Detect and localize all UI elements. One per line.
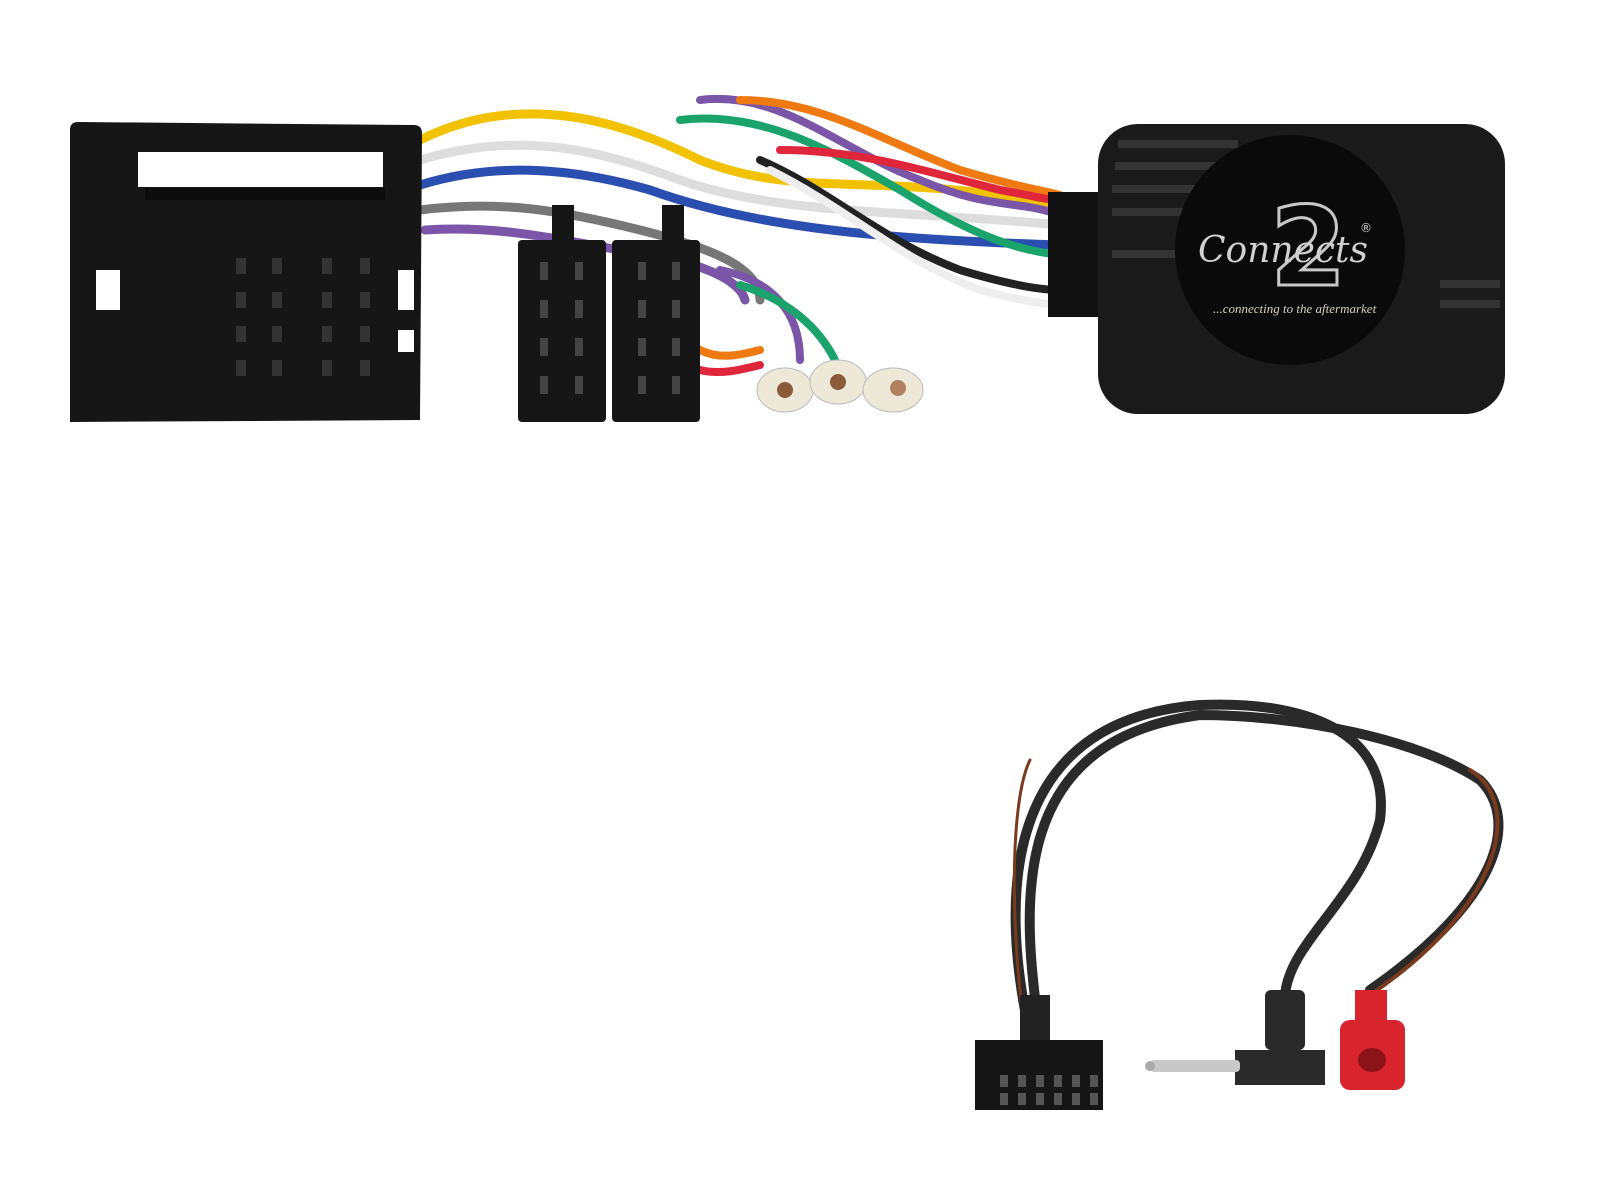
logo-number: 2 [1270, 183, 1347, 311]
logo-brand-word: Connects [1198, 230, 1368, 271]
12-pin-connector [975, 995, 1103, 1110]
logo-tagline: ...connecting to the aftermarket [1213, 301, 1377, 316]
steering-control-lead [1010, 699, 1504, 1040]
antenna-power-plugs [756, 359, 924, 413]
wire-bundle [415, 94, 1065, 377]
quadlock-connector [70, 122, 422, 422]
interface-box: 2 Connects ® ...connecting to the afterm… [1048, 124, 1505, 414]
logo-dome [1175, 135, 1405, 365]
iso-connectors [518, 205, 700, 422]
red-antenna-connector [1340, 990, 1405, 1090]
logo-registered: ® [1360, 221, 1372, 235]
jack-plug [1145, 990, 1325, 1085]
